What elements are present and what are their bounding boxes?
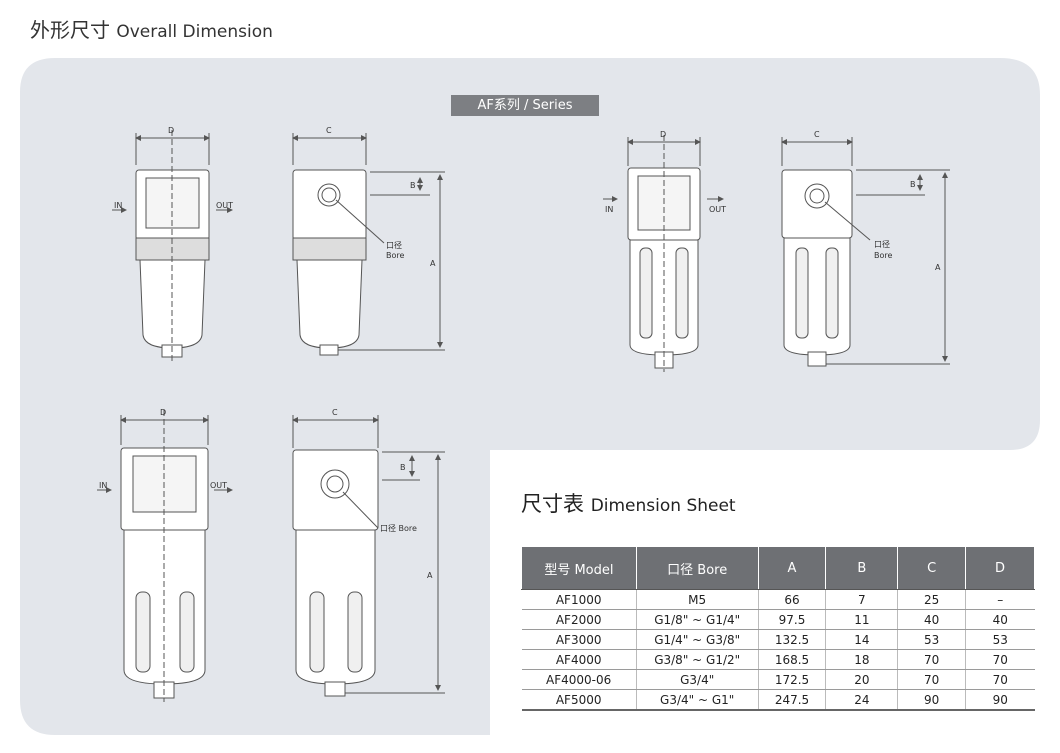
page-title-en: Overall Dimension [116,22,273,42]
dim-b-label-2: B [910,180,916,189]
header-model: 型号 Model [521,546,637,590]
cell-model: AF4000 [521,649,637,670]
dimension-table: 型号 Model 口径 Bore A B C D AF1000 M5 66 7 … [521,546,1035,711]
cell-b: 7 [825,589,898,610]
cell-model: AF4000-06 [521,669,637,690]
filter-side-view-3 [292,415,445,697]
cell-a: 97.5 [757,609,826,630]
dim-c-label-2: C [814,130,820,139]
cell-a: 132.5 [757,629,826,650]
cell-c: 70 [897,669,966,690]
cell-bore: G3/4" [635,669,759,690]
cell-b: 20 [825,669,898,690]
table-row: AF5000 G3/4" ~ G1" 247.5 24 90 90 [521,689,1035,711]
dimension-sheet-title-en: Dimension Sheet [590,496,736,516]
table-row: AF2000 G1/8" ~ G1/4" 97.5 11 40 40 [521,609,1035,630]
cell-c: 40 [897,609,966,630]
in-label-1: IN [114,201,122,210]
header-b: B [825,546,899,590]
cell-c: 53 [897,629,966,650]
cell-bore: G1/8" ~ G1/4" [635,609,759,630]
table-header-row: 型号 Model 口径 Bore A B C D [521,546,1035,590]
cell-d: 40 [965,609,1035,630]
in-label-2: IN [605,205,613,214]
dim-b-label-1: B [410,181,416,190]
series-label: AF系列 / Series [451,95,599,116]
dimension-sheet-title-cn: 尺寸表 [521,492,584,516]
cell-d: 70 [965,649,1035,670]
dim-a-label-2: A [935,263,941,272]
cell-c: 25 [897,589,966,610]
dim-d-label-1: D [168,126,174,135]
bore-cn-label-2: 口径 [874,239,890,249]
dim-a-label-3: A [427,571,433,580]
filter-side-view-1 [292,133,445,356]
dim-c-label-3: C [332,408,338,417]
filter-front-view-2 [603,135,724,372]
cell-model: AF1000 [521,589,637,610]
table-row: AF3000 G1/4" ~ G3/8" 132.5 14 53 53 [521,629,1035,650]
header-d: D [965,546,1035,590]
cell-a: 66 [757,589,826,610]
header-bore: 口径 Bore [635,546,759,590]
dim-c-label-1: C [326,126,332,135]
bore-inline-label-3: 口径 Bore [380,523,417,533]
cell-model: AF3000 [521,629,637,650]
cell-model: AF5000 [521,689,637,711]
dim-b-label-3: B [400,463,406,472]
page-title: 外形尺寸 Overall Dimension [30,14,273,43]
dim-d-label-2: D [660,130,666,139]
out-label-2: OUT [709,205,726,214]
out-label-1: OUT [216,201,233,210]
dim-d-label-3: D [160,408,166,417]
cell-c: 90 [897,689,966,711]
filter-front-view-3 [97,410,233,702]
bore-en-label-1: Bore [386,251,404,260]
cell-a: 168.5 [757,649,826,670]
table-row: AF4000-06 G3/4" 172.5 20 70 70 [521,669,1035,690]
cell-b: 18 [825,649,898,670]
cell-d: – [965,589,1035,610]
cell-bore: G3/8" ~ G1/2" [635,649,759,670]
cell-d: 70 [965,669,1035,690]
bore-en-label-2: Bore [874,251,892,260]
cell-bore: G1/4" ~ G3/8" [635,629,759,650]
header-a: A [757,546,827,590]
filter-side-view-2 [781,137,950,367]
cell-b: 24 [825,689,898,711]
cell-bore: G3/4" ~ G1" [635,689,759,711]
filter-front-view-1 [112,130,233,362]
table-row: AF1000 M5 66 7 25 – [521,589,1035,610]
header-c: C [897,546,967,590]
page-title-cn: 外形尺寸 [30,18,110,42]
cell-d: 90 [965,689,1035,711]
in-label-3: IN [99,481,107,490]
cell-a: 247.5 [757,689,826,711]
cell-bore: M5 [635,589,759,610]
bore-cn-label-1: 口径 [386,240,402,250]
cell-b: 11 [825,609,898,630]
cell-d: 53 [965,629,1035,650]
out-label-3: OUT [210,481,227,490]
table-row: AF4000 G3/8" ~ G1/2" 168.5 18 70 70 [521,649,1035,670]
cell-b: 14 [825,629,898,650]
dim-a-label-1: A [430,259,436,268]
cell-model: AF2000 [521,609,637,630]
cell-c: 70 [897,649,966,670]
cell-a: 172.5 [757,669,826,690]
dimension-sheet-title: 尺寸表 Dimension Sheet [521,488,736,518]
